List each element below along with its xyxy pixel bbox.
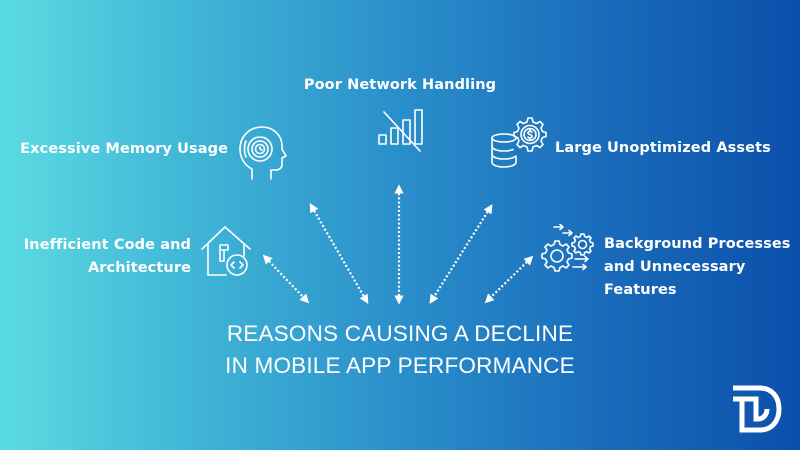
reason-label-poor-network: Poor Network Handling xyxy=(280,74,520,97)
page-title: REASONS CAUSING A DECLINE IN MOBILE APP … xyxy=(150,318,650,382)
reason-label-inefficient-code: Inefficient Code and Architecture xyxy=(10,234,191,280)
reason-text-line-1: Inefficient Code and xyxy=(23,237,191,253)
arrow-excessive-memory xyxy=(309,203,369,304)
arrow-large-assets xyxy=(429,204,493,304)
head-memory-icon xyxy=(238,125,287,181)
reason-text: Excessive Memory Usage xyxy=(20,141,228,157)
database-gear-dollar-icon xyxy=(490,116,547,170)
title-line-2: IN MOBILE APP PERFORMANCE xyxy=(225,353,575,378)
arrow-inefficient-code xyxy=(262,254,310,304)
house-code-icon xyxy=(200,225,252,277)
reason-label-excessive-memory-usage: Excessive Memory Usage xyxy=(18,138,228,161)
reason-label-background-processes: Background Processes and Unnecessary Fea… xyxy=(604,233,800,302)
td-logo-icon xyxy=(730,383,782,435)
reason-text-line-1: Background Processes xyxy=(604,236,791,252)
reason-text-line-3: Features xyxy=(604,282,677,298)
no-signal-bars-icon xyxy=(378,108,424,152)
arrow-background-processes xyxy=(484,255,534,304)
reason-text: Poor Network Handling xyxy=(303,77,497,93)
title-line-1: REASONS CAUSING A DECLINE xyxy=(226,321,574,346)
gears-arrows-icon xyxy=(541,223,597,274)
reason-text-line-2: and Unnecessary xyxy=(604,259,746,275)
reason-text: Large Unoptimized Assets xyxy=(555,140,771,156)
reason-label-large-assets: Large Unoptimized Assets xyxy=(555,137,795,160)
reason-text-line-2: Architecture xyxy=(87,260,191,276)
